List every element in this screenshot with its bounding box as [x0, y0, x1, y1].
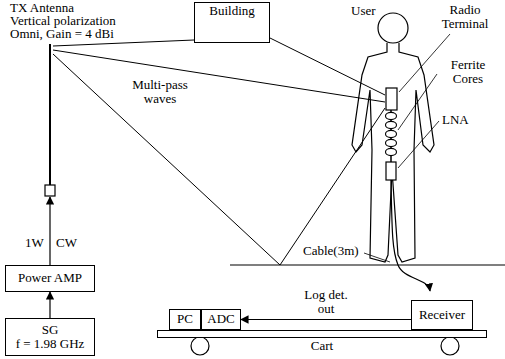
- ferrite-cores: [386, 112, 397, 155]
- cart-platform: CartPCADCReceiver: [157, 330, 487, 338]
- leader-line: [364, 253, 390, 262]
- ferrite-core: [386, 148, 397, 155]
- cart-wheel: [441, 337, 459, 355]
- annotation-label: Multi-pass waves: [120, 78, 200, 107]
- antenna-rod: [49, 44, 51, 185]
- signal-arrow: [241, 319, 411, 320]
- box-label: Power AMP: [18, 271, 82, 285]
- annotation-label: Radio Terminal: [430, 3, 500, 32]
- equipment-box: PC: [169, 309, 201, 330]
- annotation-label: Cable(3m): [302, 244, 360, 258]
- cart-wheel: [191, 337, 209, 355]
- annotation-label: 1W: [25, 236, 44, 250]
- box-label: Receiver: [419, 308, 465, 322]
- ground-line: [230, 264, 505, 265]
- feed-arrow: [49, 197, 50, 265]
- equipment-box: ADC: [201, 309, 241, 330]
- ferrite-core: [386, 130, 397, 137]
- ferrite-core: [386, 121, 397, 128]
- annotation-label: Omni, Gain = 4 dBi: [10, 27, 114, 41]
- annotation-label: CW: [56, 236, 77, 250]
- box-label: ADC: [207, 312, 234, 326]
- equipment-box: Receiver: [411, 300, 473, 330]
- box-label: Building: [209, 4, 255, 18]
- box-label: f = 1.98 GHz: [16, 337, 85, 351]
- box-label: SG: [42, 323, 59, 337]
- annotation-label: LNA: [442, 113, 469, 127]
- annotation-label: Ferrite Cores: [438, 58, 498, 87]
- signal-arrow: [49, 292, 50, 318]
- wave-path: [53, 54, 385, 265]
- equipment-box: Building: [194, 2, 270, 43]
- wave-path: [53, 50, 385, 102]
- lna-box: [386, 162, 396, 180]
- antenna-feed: [45, 185, 55, 196]
- box-label: PC: [177, 312, 193, 326]
- user-body: [352, 43, 434, 262]
- ferrite-core: [386, 112, 397, 119]
- leader-line: [398, 121, 439, 168]
- user-head: [378, 13, 408, 43]
- leader-line: [399, 34, 450, 92]
- ferrite-core: [386, 139, 397, 146]
- leader-line: [398, 74, 437, 130]
- equipment-box: SGf = 1.98 GHz: [5, 318, 95, 356]
- annotation-label: User: [351, 4, 376, 18]
- equipment-box: Power AMP: [5, 265, 95, 292]
- cable: [391, 180, 430, 291]
- edge-label: Log det. out: [301, 288, 351, 317]
- cart-label: Cart: [158, 339, 486, 353]
- radio-terminal: [386, 88, 397, 110]
